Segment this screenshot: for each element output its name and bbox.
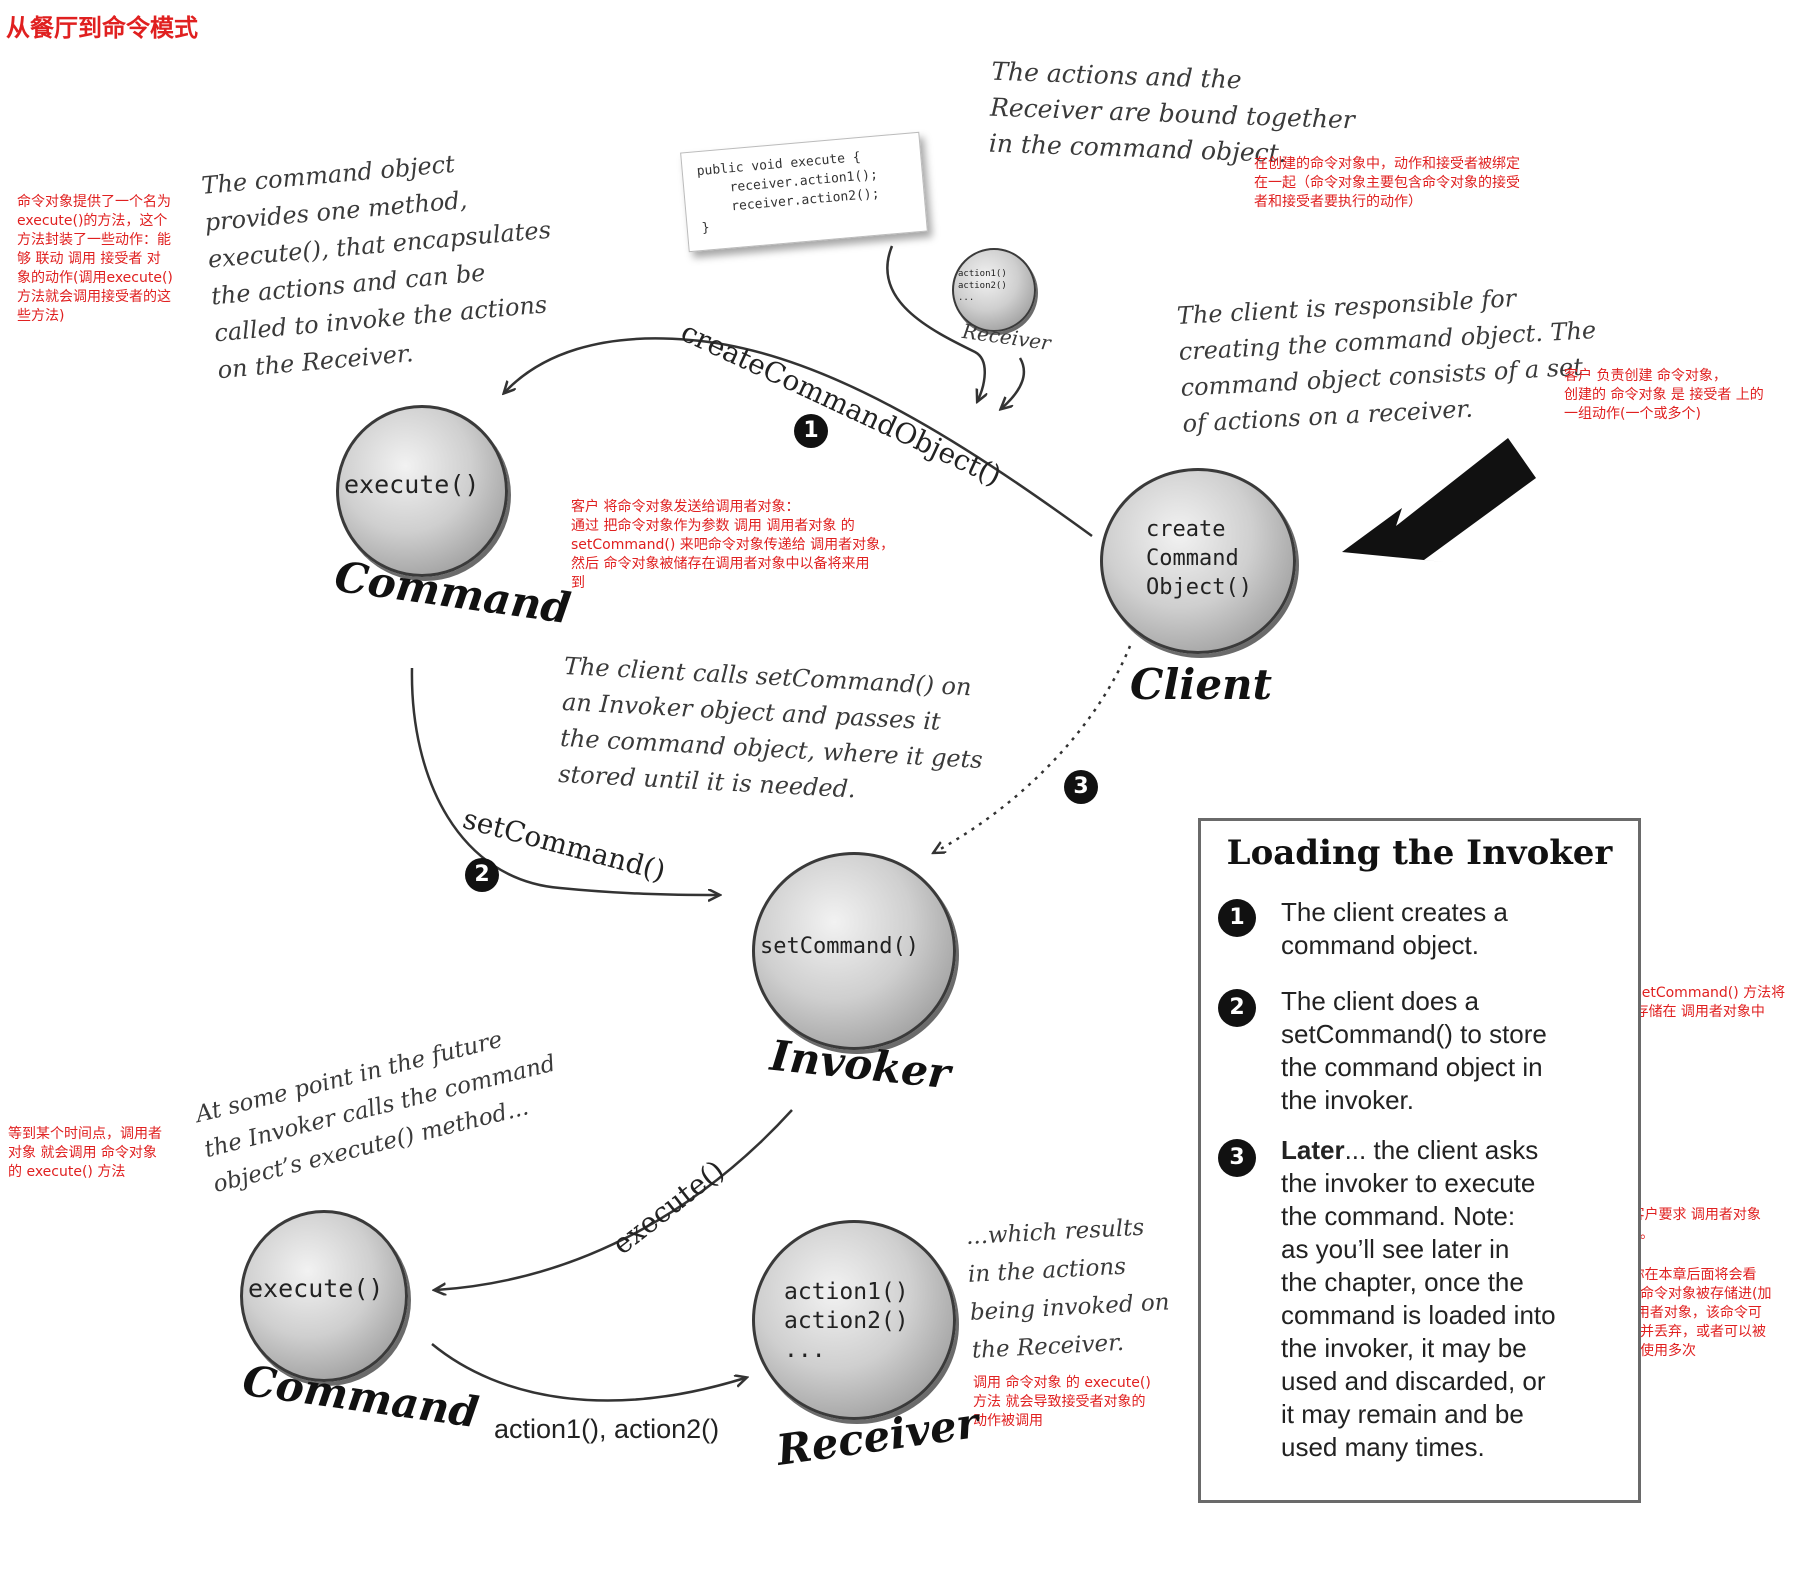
cn-bound-together: 在创建的命令对象中，动作和接受者被绑定 在一起（命令对象主要包含命令对象的接受 … bbox=[1254, 156, 1520, 210]
receiver-method: action1() action2() ... bbox=[784, 1279, 909, 1363]
cn-set-command: 客户 将命令对象发送给调用者对象： 通过 把命令对象作为参数 调用 调用者对象 … bbox=[571, 499, 895, 591]
invoker-method: setCommand() bbox=[760, 934, 919, 959]
step-number-3: 3 bbox=[1064, 770, 1098, 804]
note-set-command: The client calls setCommand() on an Invo… bbox=[557, 651, 984, 804]
box-title: Loading the Invoker bbox=[1226, 833, 1613, 873]
box-step-2-text: The client does a setCommand() to store … bbox=[1281, 986, 1547, 1115]
small-receiver-ball bbox=[952, 248, 1036, 332]
cn-future: 等到某个时间点，调用者 对象 就会调用 命令对象 的 execute() 方法 bbox=[8, 1126, 162, 1180]
note-command-object: The command object provides one method, … bbox=[200, 149, 552, 385]
box-step-2-number: 2 bbox=[1218, 989, 1256, 1027]
note-results: ...which results in the actions being in… bbox=[965, 1214, 1171, 1364]
client-method: create Command Object() bbox=[1146, 517, 1252, 600]
small-receiver-actions: action1() action2() ... bbox=[958, 269, 1007, 303]
box-step-3-number: 3 bbox=[1218, 1139, 1256, 1177]
code-card: public void execute { receiver.action1()… bbox=[680, 131, 928, 253]
arrow-label-actions: action1(), action2() bbox=[494, 1414, 720, 1444]
arrow-execute bbox=[436, 1109, 793, 1290]
step-number-2: 2 bbox=[465, 858, 499, 892]
command-top-ball bbox=[336, 405, 508, 577]
cn-command-object: 命令对象提供了一个名为 execute()的方法，这个 方法封装了一些动作：能 … bbox=[17, 194, 173, 324]
command-bottom-method: execute() bbox=[248, 1274, 384, 1303]
client-label: Client bbox=[1130, 660, 1272, 709]
page-title: 从餐厅到命令模式 bbox=[6, 14, 198, 42]
cn-client-responsible: 客户 负责创建 命令对象， 创建的 命令对象 是 接受者 上的 一组动作(一个或… bbox=[1564, 368, 1764, 422]
box-step-1-number: 1 bbox=[1218, 899, 1256, 937]
client-ball bbox=[1100, 468, 1296, 654]
step-number-1: 1 bbox=[794, 414, 828, 448]
receiver-ball bbox=[752, 1220, 956, 1420]
command-top-method: execute() bbox=[344, 470, 480, 499]
arrow-code-card bbox=[886, 245, 984, 400]
box-step-3-body: ... the client asks the invoker to execu… bbox=[1281, 1135, 1556, 1462]
box-step-1-text: The client creates a command object. bbox=[1281, 897, 1508, 960]
invoker-ball bbox=[752, 852, 956, 1050]
note-client-responsible: The client is responsible for creating t… bbox=[1176, 284, 1597, 438]
command-bottom-ball bbox=[240, 1210, 408, 1382]
box-step-3-text: Later... the client asks the invoker to … bbox=[1281, 1134, 1556, 1464]
arrow-small-receiver bbox=[1002, 357, 1026, 408]
box-step-3-bold: Later bbox=[1281, 1135, 1345, 1165]
start-here-arrow bbox=[1342, 438, 1536, 562]
cn-results: 调用 命令对象 的 execute() 方法 就会导致接受者对象的 动作被调用 bbox=[973, 1375, 1151, 1429]
arrow-actions bbox=[431, 1343, 745, 1402]
loading-invoker-box: Loading the Invoker 1 The client creates… bbox=[1198, 818, 1641, 1503]
arrow-set-command bbox=[410, 667, 718, 895]
arrow-create-command bbox=[505, 337, 1093, 538]
